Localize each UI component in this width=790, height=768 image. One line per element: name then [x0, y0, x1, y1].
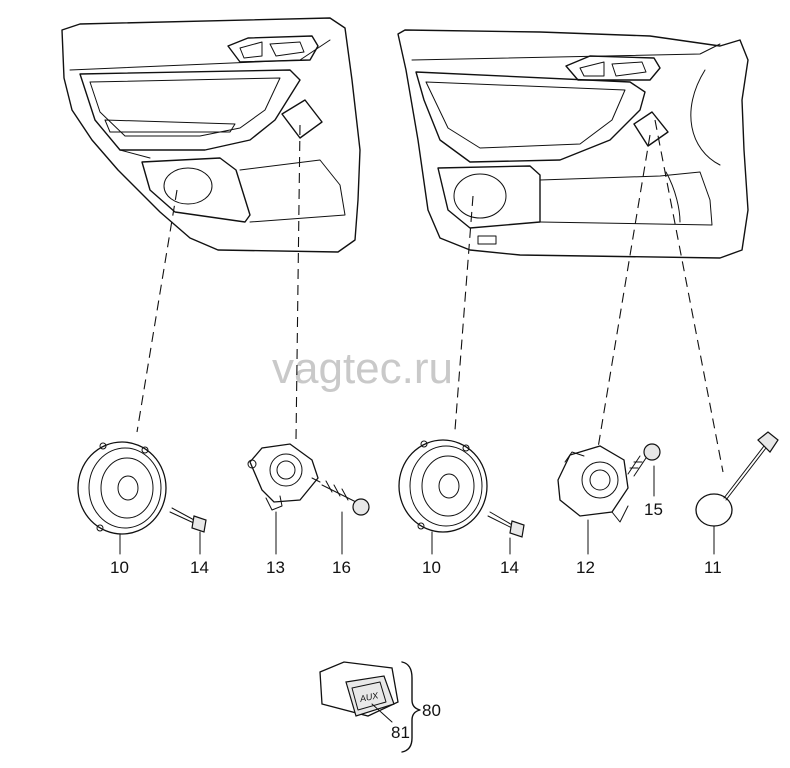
label-spk-right: 10 [422, 558, 441, 577]
label-screw-right: 15 [644, 500, 663, 519]
label-rivet-right: 14 [500, 558, 519, 577]
aux-label: AUX [358, 690, 380, 704]
part-labels: 10 14 13 16 10 14 12 15 11 80 81 [110, 500, 722, 742]
screw-left [321, 480, 370, 516]
leader-lines [136, 119, 724, 473]
label-socket-cover: 81 [391, 723, 410, 742]
rivet-right [487, 511, 525, 538]
label-rivet-left: 14 [190, 558, 209, 577]
watermark: vagtec.ru [272, 344, 453, 393]
sensor-with-cable [695, 431, 779, 527]
bass-speaker-left [77, 441, 167, 535]
tweeter-left [247, 443, 321, 511]
label-spk-left: 10 [110, 558, 129, 577]
label-socket-group: 80 [422, 701, 441, 720]
bass-speaker-right [398, 439, 488, 533]
tweeter-right [557, 445, 629, 523]
label-screw-left: 16 [332, 558, 351, 577]
rivet-left [169, 507, 207, 533]
right-door-panel [397, 29, 749, 259]
group-brace [401, 661, 421, 753]
label-sensor: 11 [704, 558, 722, 577]
left-door-panel [61, 17, 361, 253]
screw-right [627, 443, 661, 477]
label-tweeter-right: 12 [576, 558, 595, 577]
label-tweeter-left: 13 [266, 558, 285, 577]
aux-socket: AUX [319, 661, 399, 717]
